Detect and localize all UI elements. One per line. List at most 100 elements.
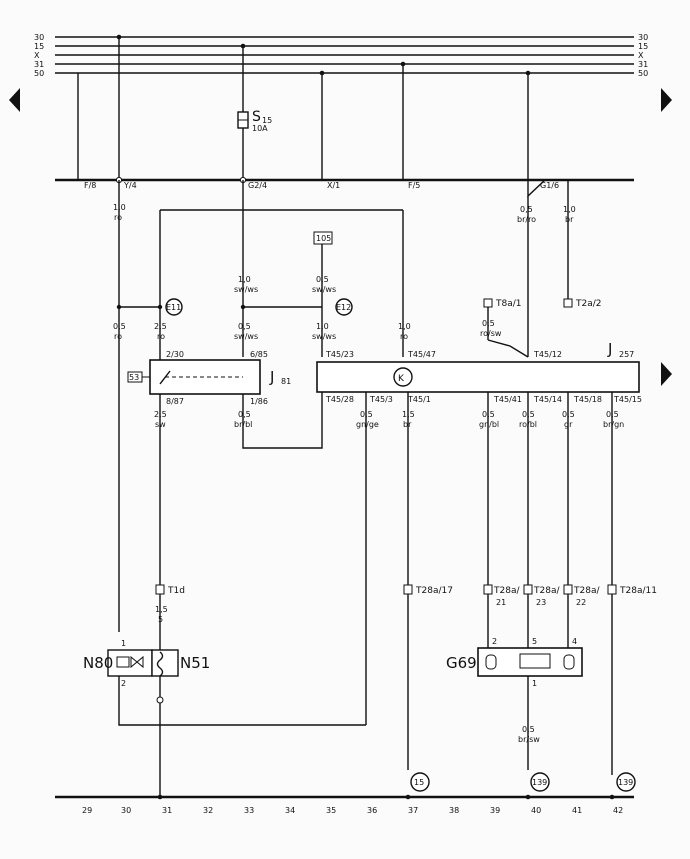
svg-text:T8a/1: T8a/1 (495, 299, 522, 309)
svg-text:0,5: 0,5 (482, 410, 495, 419)
t2a2-label: T2a/2 (575, 299, 602, 309)
bus-label-50-right: 50 (638, 69, 648, 78)
svg-text:sw: sw (155, 420, 166, 429)
svg-text:br: br (403, 420, 412, 429)
svg-text:105: 105 (316, 234, 331, 243)
svg-text:36: 36 (367, 806, 377, 815)
g16-branch: 0,5 br/ro 1,0 br T2a/2 (517, 179, 602, 357)
svg-text:0,5: 0,5 (238, 322, 251, 331)
conn-x1: X/1 (327, 181, 340, 190)
svg-text:35: 35 (326, 806, 336, 815)
bus-label-15: 15 (34, 42, 44, 51)
bus-label-31: 31 (34, 60, 44, 69)
power-buses: 30 15 X 31 50 30 15 X 31 50 (34, 33, 648, 78)
svg-text:br/bl: br/bl (234, 420, 252, 429)
svg-text:1: 1 (532, 679, 537, 688)
ecu-j257: K J 257 T45/23 T45/47 T45/12 T45/28 T45/… (316, 340, 642, 404)
svg-text:J: J (269, 368, 274, 386)
svg-text:139: 139 (532, 778, 547, 787)
svg-text:br: br (565, 215, 574, 224)
svg-text:37: 37 (408, 806, 418, 815)
svg-text:1,5: 1,5 (402, 410, 415, 419)
svg-text:ro/bl: ro/bl (519, 420, 537, 429)
svg-text:0,5: 0,5 (606, 410, 619, 419)
t8a1: T8a/1 0,5 ro/sw (480, 298, 529, 358)
reference-markers: 15 139 139 (410, 772, 636, 792)
right-arrow-icon-2 (661, 362, 672, 386)
svg-text:1,5: 1,5 (155, 605, 168, 614)
e11-switch: E11 2,5 ro 1,0 ro (154, 209, 411, 360)
bus-label-x-right: X (638, 51, 644, 60)
sensor-g69: 2 5 4 1 G69 0,5 br/sw (446, 594, 583, 770)
bus-label-30-right: 30 (638, 33, 648, 42)
bus-label-31-right: 31 (638, 60, 648, 69)
svg-text:T45/18: T45/18 (573, 395, 602, 404)
svg-text:4: 4 (572, 637, 577, 646)
svg-text:E12: E12 (336, 303, 351, 312)
svg-text:T28a/11: T28a/11 (619, 586, 657, 596)
svg-text:41: 41 (572, 806, 582, 815)
svg-text:sw/ws: sw/ws (312, 285, 336, 294)
svg-text:40: 40 (531, 806, 541, 815)
fuse-sub: 15 (262, 116, 272, 125)
svg-text:0,5: 0,5 (562, 410, 575, 419)
bus-label-50: 50 (34, 69, 44, 78)
conn-f5: F/5 (408, 181, 420, 190)
svg-text:J: J (607, 340, 612, 358)
lower-wires: 2,5 sw 0,5 br/bl 0,5 gn/ge 1,5 br 0,5 gn… (154, 392, 624, 775)
svg-text:32: 32 (203, 806, 213, 815)
svg-text:T45/41: T45/41 (493, 395, 522, 404)
valves-n80-n51: 1,5 5 1 2 N80 N51 (83, 594, 366, 797)
svg-text:0,5: 0,5 (520, 205, 533, 214)
e12-branch: 1,0 sw/ws 105 0,5 sw/ws E12 0,5 sw/ws 1,… (234, 180, 353, 357)
svg-text:T45/28: T45/28 (325, 395, 354, 404)
svg-text:22: 22 (576, 598, 586, 607)
svg-text:5: 5 (532, 637, 537, 646)
connector-row-labels: F/8 Y/4 G2/4 X/1 F/5 G1/6 (84, 176, 559, 190)
svg-text:33: 33 (244, 806, 254, 815)
bus-label-x: X (34, 51, 40, 60)
svg-text:0,5: 0,5 (360, 410, 373, 419)
svg-text:sw/ws: sw/ws (312, 332, 336, 341)
svg-text:T28a/17: T28a/17 (415, 586, 453, 596)
conn-g24: G2/4 (248, 181, 267, 190)
svg-text:0,5: 0,5 (238, 410, 251, 419)
svg-text:0,5: 0,5 (482, 319, 495, 328)
svg-text:gn/ge: gn/ge (356, 420, 379, 429)
svg-text:1,0: 1,0 (238, 275, 251, 284)
svg-text:gn/bl: gn/bl (479, 420, 499, 429)
left-wire: 1,0 ro 0,5 ro (113, 180, 160, 632)
svg-text:T28a/: T28a/ (493, 586, 520, 596)
right-arrow-icon (661, 88, 672, 112)
svg-text:ro: ro (114, 332, 122, 341)
left-arrow-icon (9, 88, 20, 112)
svg-text:30: 30 (121, 806, 131, 815)
fuse-name: S (252, 109, 261, 125)
svg-text:6/85: 6/85 (250, 350, 268, 359)
bus-label-30: 30 (34, 33, 44, 42)
conn-g16: G1/6 (540, 181, 559, 190)
svg-text:53: 53 (129, 373, 139, 382)
svg-text:T45/3: T45/3 (369, 395, 393, 404)
svg-text:1: 1 (121, 639, 126, 648)
svg-text:34: 34 (285, 806, 295, 815)
svg-text:1/86: 1/86 (250, 397, 268, 406)
svg-text:sw/ws: sw/ws (234, 285, 258, 294)
svg-text:2: 2 (121, 679, 126, 688)
svg-text:39: 39 (490, 806, 500, 815)
svg-text:0,5: 0,5 (522, 410, 535, 419)
svg-text:E11: E11 (166, 303, 181, 312)
connector-bubbles: T1d T28a/17 T28a/ 21 T28a/ 23 T28a/ 22 T… (155, 584, 657, 607)
bus-drops (77, 34, 531, 180)
svg-text:br/gn: br/gn (603, 420, 624, 429)
conn-f8: F/8 (84, 181, 96, 190)
svg-text:8/87: 8/87 (166, 397, 184, 406)
svg-text:br/sw: br/sw (518, 735, 540, 744)
svg-text:1,0: 1,0 (113, 203, 126, 212)
svg-text:1,0: 1,0 (316, 322, 329, 331)
svg-text:2/30: 2/30 (166, 350, 184, 359)
svg-text:1,0: 1,0 (398, 322, 411, 331)
svg-text:K: K (398, 374, 405, 384)
svg-text:N80: N80 (83, 654, 113, 672)
